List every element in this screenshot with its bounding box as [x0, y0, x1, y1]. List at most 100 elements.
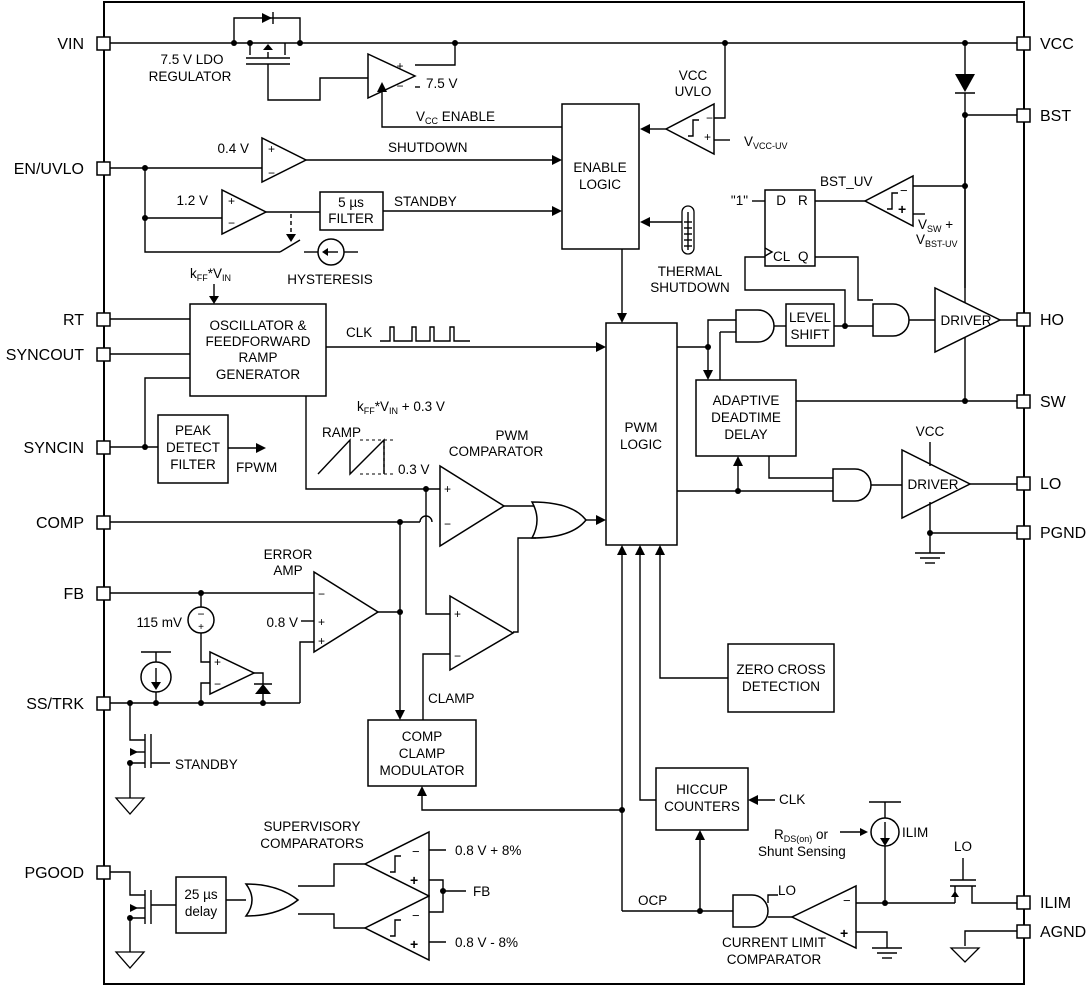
pin-syncin-label: SYNCIN: [24, 440, 84, 457]
pin-pgood[interactable]: PGOOD: [24, 865, 111, 882]
pin-en-uvlo-label: EN/UVLO: [14, 161, 84, 178]
ref-0p8: 0.8 V: [266, 615, 298, 630]
pin-bst[interactable]: BST: [1016, 108, 1071, 125]
oscillator-block: OSCILLATOR & FEEDFORWARD RAMP GENERATOR …: [110, 266, 606, 450]
pin-syncin[interactable]: SYNCIN: [24, 440, 111, 457]
level-shift-label-2: SHIFT: [791, 327, 830, 342]
pin-ho[interactable]: HO: [1016, 312, 1064, 329]
error-amp-label-1: ERROR: [264, 547, 313, 562]
zero-cross-label-2: DETECTION: [742, 679, 820, 694]
shunt-label: Shunt Sensing: [758, 844, 846, 859]
svg-text:+: +: [214, 655, 221, 669]
vcc-lo-label: VCC: [916, 424, 945, 439]
filter-label-1: 5 µs: [338, 195, 364, 210]
pin-rt[interactable]: RT: [63, 312, 111, 329]
pin-lo[interactable]: LO: [1016, 476, 1061, 493]
svg-text:−: −: [268, 166, 275, 180]
enable-logic-block: ENABLE LOGIC: [561, 103, 640, 250]
clamp-label: CLAMP: [428, 691, 475, 706]
pin-comp-label: COMP: [36, 515, 84, 532]
level-shift-label-1: LEVEL: [789, 310, 832, 325]
enable-logic-label-2: LOGIC: [579, 177, 621, 192]
pin-fb[interactable]: FB: [64, 586, 111, 603]
pin-lo-label: LO: [1040, 476, 1061, 493]
vcc-uvlo-label-1: VCC: [679, 68, 708, 83]
clamp-comparator: + − CLAMP: [422, 594, 515, 720]
pin-rt-label: RT: [63, 312, 84, 329]
peak-label-2: DETECT: [166, 440, 220, 455]
delay-label-1: 25 µs: [184, 887, 218, 902]
svg-text:−: −: [843, 893, 851, 908]
ramp-0p3: 0.3 V: [398, 462, 430, 477]
svg-text:+: +: [444, 482, 451, 496]
svg-text:+: +: [898, 201, 906, 217]
svg-text:+: +: [704, 130, 711, 144]
feedback-lines: [617, 545, 728, 911]
driver-lo-label: DRIVER: [907, 477, 958, 492]
comp-clamp-label-2: CLAMP: [399, 746, 446, 761]
delay-label-2: delay: [185, 904, 218, 919]
pwm-comp-label-2: COMPARATOR: [449, 444, 544, 459]
clk2-label: CLK: [779, 792, 805, 807]
pin-agnd-label: AGND: [1040, 924, 1086, 941]
sup-fb-label: FB: [473, 884, 490, 899]
ff-r: R: [798, 193, 808, 208]
pin-sw[interactable]: SW: [1016, 394, 1067, 411]
low-side-path: DRIVER VCC: [832, 424, 1017, 564]
osc-label-4: GENERATOR: [216, 367, 301, 382]
adaptive-deadtime: ADAPTIVE DEADTIME DELAY: [677, 379, 1017, 494]
svg-text:−: −: [900, 183, 908, 198]
pin-ilim[interactable]: ILIM: [1016, 895, 1071, 912]
zero-cross-detection: ZERO CROSS DETECTION: [727, 643, 835, 713]
pin-ss-trk-label: SS/TRK: [26, 696, 84, 713]
sup-lo-label: 0.8 V - 8%: [455, 935, 518, 950]
pin-ss-trk[interactable]: SS/TRK: [26, 696, 111, 713]
pin-agnd[interactable]: AGND: [1016, 924, 1086, 941]
comp-clamp-label-3: MODULATOR: [379, 763, 464, 778]
thermal-label-2: SHUTDOWN: [650, 280, 730, 295]
ocp-label: OCP: [638, 893, 667, 908]
current-limit-section: RDS(on) or Shunt Sensing ILIM − + LO: [622, 801, 1017, 967]
pin-comp[interactable]: COMP: [36, 515, 111, 532]
rds-label: RDS(on) or: [774, 827, 829, 844]
pwm-logic-label-1: PWM: [625, 420, 658, 435]
pwm-comparator-section: kFF*VIN + 0.3 V RAMP 0.3 V PWM COMPARATO…: [110, 396, 606, 633]
pin-syncout[interactable]: SYNCOUT: [6, 347, 111, 364]
svg-text:+: +: [318, 615, 325, 629]
vcc-uvlo-label-2: UVLO: [675, 84, 712, 99]
ldo-regulator: 7.5 V LDO REGULATOR + − 7.5 V VCC ENABLE: [110, 12, 1017, 128]
bst-uv-section: − + VSW + VBST-UV BST_UV D R CL Q "1": [731, 174, 965, 329]
peak-detect-filter: PEAK DETECT FILTER FPWM: [157, 414, 277, 484]
enable-logic-label-1: ENABLE: [573, 160, 626, 175]
svg-text:+: +: [268, 142, 275, 156]
ic-boundary: [103, 1, 1025, 985]
error-amp-section: ERROR AMP − + + 0.8 V − + 115 mV + −: [110, 522, 405, 815]
svg-text:+: +: [410, 936, 418, 952]
comp-clamp-label-1: COMP: [402, 729, 443, 744]
pin-fb-label: FB: [64, 586, 84, 603]
standby-label: STANDBY: [394, 194, 457, 209]
svg-text:−: −: [396, 79, 403, 93]
svg-text:−: −: [412, 908, 420, 923]
ldo-label-2: REGULATOR: [149, 69, 232, 84]
svg-text:−: −: [214, 677, 221, 691]
vsw-label: VSW +: [918, 217, 953, 234]
svg-text:−: −: [318, 587, 325, 601]
supervisory-section: SUPERVISORY COMPARATORS − + − + 0.8 V + …: [110, 819, 521, 969]
comp-clamp-modulator: COMP CLAMP MODULATOR: [367, 719, 625, 813]
svg-text:−: −: [706, 111, 713, 125]
zero-cross-label-1: ZERO CROSS: [736, 662, 825, 677]
osc-label-1: OSCILLATOR &: [209, 318, 306, 333]
pwm-comp-label-1: PWM: [496, 428, 529, 443]
sup-label-2: COMPARATORS: [260, 836, 364, 851]
pin-pgnd[interactable]: PGND: [1016, 525, 1086, 542]
pin-vcc[interactable]: VCC: [1016, 36, 1074, 53]
pin-en-uvlo[interactable]: EN/UVLO: [14, 161, 111, 178]
osc-label-3: RAMP: [238, 350, 277, 365]
pin-pgnd-label: PGND: [1040, 525, 1086, 542]
cl-comp-label-2: COMPARATOR: [727, 952, 822, 967]
svg-text:+: +: [198, 622, 204, 633]
clk-label: CLK: [346, 325, 372, 340]
pin-vin[interactable]: VIN: [57, 36, 111, 53]
thermal-label-1: THERMAL: [658, 264, 723, 279]
